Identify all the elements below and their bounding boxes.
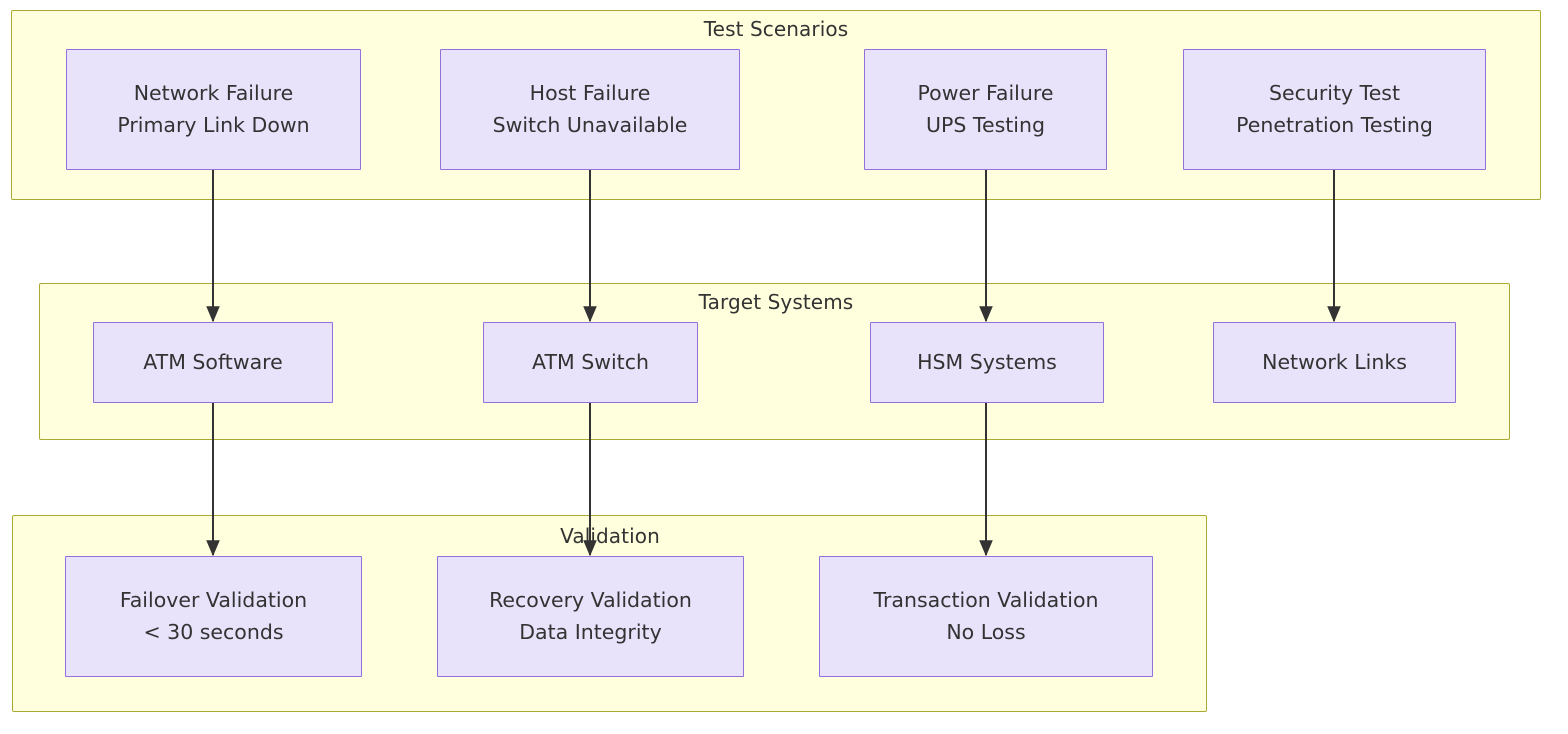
node-atm-software[interactable]: ATM Software xyxy=(93,322,333,403)
node-recovery-validation-line1: Recovery Validation xyxy=(489,587,692,612)
node-transaction-validation-line2: No Loss xyxy=(946,619,1026,644)
node-failover-validation-line2: < 30 seconds xyxy=(143,619,284,644)
node-failover-validation[interactable]: Failover Validation < 30 seconds xyxy=(65,556,362,677)
node-recovery-validation[interactable]: Recovery Validation Data Integrity xyxy=(437,556,744,677)
node-host-failure-line2: Switch Unavailable xyxy=(492,112,688,137)
node-network-links[interactable]: Network Links xyxy=(1213,322,1456,403)
cluster-label-test-scenarios: Test Scenarios xyxy=(703,17,849,41)
cluster-label-validation: Validation xyxy=(560,524,660,548)
node-failover-validation-line1: Failover Validation xyxy=(119,587,308,612)
node-transaction-validation-line1: Transaction Validation xyxy=(873,587,1099,612)
node-network-failure[interactable]: Network Failure Primary Link Down xyxy=(66,49,361,170)
node-power-failure-line1: Power Failure xyxy=(917,80,1054,105)
node-atm-software-line1: ATM Software xyxy=(143,349,283,374)
node-atm-switch[interactable]: ATM Switch xyxy=(483,322,698,403)
node-power-failure-line2: UPS Testing xyxy=(926,112,1045,137)
node-security-test[interactable]: Security Test Penetration Testing xyxy=(1183,49,1486,170)
node-network-failure-line1: Network Failure xyxy=(133,80,294,105)
node-atm-switch-line1: ATM Switch xyxy=(532,349,649,374)
node-transaction-validation[interactable]: Transaction Validation No Loss xyxy=(819,556,1153,677)
node-security-test-line1: Security Test xyxy=(1268,80,1401,105)
node-power-failure[interactable]: Power Failure UPS Testing xyxy=(864,49,1107,170)
node-hsm-systems-line1: HSM Systems xyxy=(917,349,1057,374)
node-host-failure[interactable]: Host Failure Switch Unavailable xyxy=(440,49,740,170)
node-hsm-systems[interactable]: HSM Systems xyxy=(870,322,1104,403)
node-network-failure-line2: Primary Link Down xyxy=(117,112,310,137)
cluster-label-target-systems: Target Systems xyxy=(698,290,854,314)
node-security-test-line2: Penetration Testing xyxy=(1236,112,1433,137)
node-network-links-line1: Network Links xyxy=(1262,349,1407,374)
node-host-failure-line1: Host Failure xyxy=(529,80,651,105)
node-recovery-validation-line2: Data Integrity xyxy=(519,619,662,644)
